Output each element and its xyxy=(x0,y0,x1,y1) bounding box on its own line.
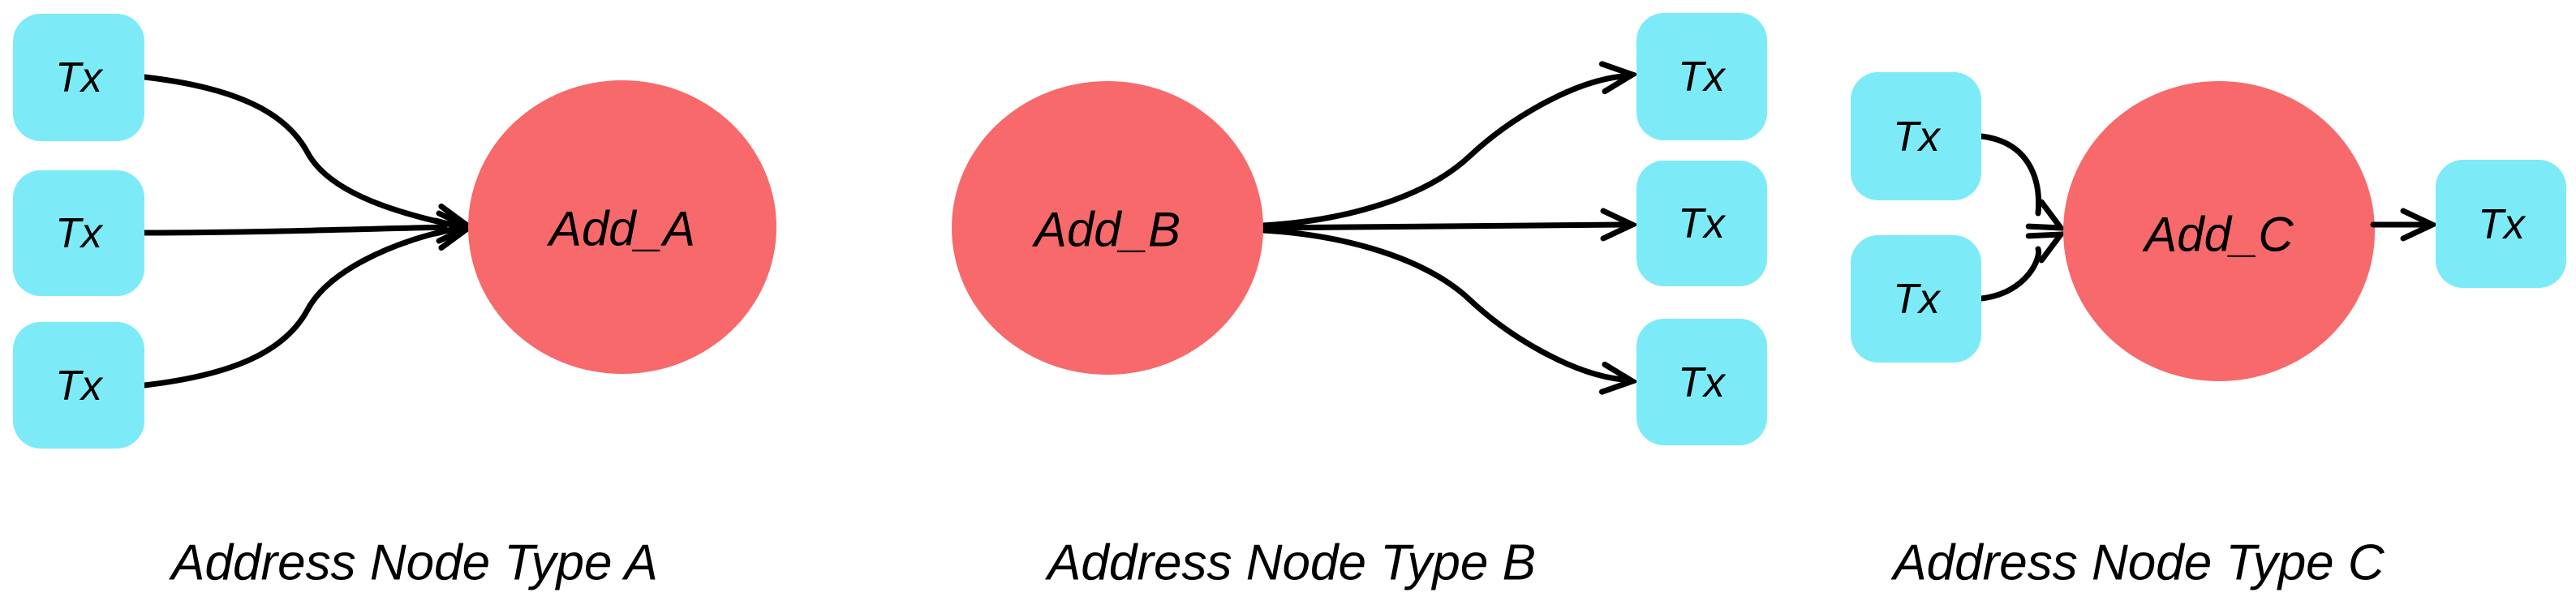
tx-node-label: Tx xyxy=(1678,200,1727,247)
edge-c-tx2-to-add-c xyxy=(1978,246,2042,302)
address-node-label: Add_A xyxy=(547,202,695,256)
tx-box xyxy=(13,322,144,449)
tx-box xyxy=(2436,160,2566,288)
edge-c-tx1-to-add-c xyxy=(1978,133,2042,217)
tx-node: Tx xyxy=(1636,319,1767,445)
caption-a: Address Node Type A xyxy=(168,535,658,591)
tx-box xyxy=(13,14,144,141)
caption-b: Address Node Type B xyxy=(1044,535,1536,591)
tx-box xyxy=(1851,72,1981,200)
edge-add-b-to-tx3 xyxy=(1260,227,1626,383)
section-a: Tx Tx Tx Add_A Address Node Type A xyxy=(13,14,776,591)
tx-node: Tx xyxy=(2436,160,2566,288)
edge-a-tx1-to-add-a xyxy=(141,74,451,227)
tx-node-label: Tx xyxy=(55,210,104,257)
address-node-b: Add_B xyxy=(952,81,1263,375)
tx-node-label: Tx xyxy=(1678,54,1727,101)
tx-box xyxy=(1636,161,1767,286)
section-c: Tx Tx Add_C Tx Address Node Type C xyxy=(1851,72,2566,591)
address-circle xyxy=(468,80,776,374)
edge-add-b-to-tx1 xyxy=(1260,73,1626,229)
tx-box xyxy=(1636,13,1767,140)
address-node-c: Add_C xyxy=(2063,81,2375,381)
tx-node: Tx xyxy=(1851,72,1981,200)
tx-box xyxy=(1636,319,1767,445)
address-node-label: Add_B xyxy=(1032,203,1180,257)
caption-c: Address Node Type C xyxy=(1890,535,2385,591)
tx-box xyxy=(1851,235,1981,363)
tx-node: Tx xyxy=(13,14,144,141)
arrowhead-b-tx1 xyxy=(1598,61,1640,95)
edge-add-b-to-tx2 xyxy=(1260,221,1626,231)
arrowhead-b-tx3 xyxy=(1598,361,1640,395)
address-node-label: Add_C xyxy=(2142,208,2294,262)
tx-node-label: Tx xyxy=(1893,276,1942,323)
arrowhead-b-tx2 xyxy=(1600,208,1640,242)
address-node-a: Add_A xyxy=(468,80,776,374)
tx-node-label: Tx xyxy=(1678,359,1727,406)
arrowhead-c-tx1 xyxy=(2025,199,2067,231)
address-circle xyxy=(2063,81,2375,381)
tx-box xyxy=(13,170,144,296)
tx-node-label: Tx xyxy=(2478,201,2527,248)
tx-node-label: Tx xyxy=(55,363,104,410)
arrowhead-c-tx-out xyxy=(2400,208,2440,242)
tx-node: Tx xyxy=(1636,13,1767,140)
tx-node: Tx xyxy=(1851,235,1981,363)
tx-node: Tx xyxy=(1636,161,1767,286)
address-circle xyxy=(952,81,1263,375)
tx-node: Tx xyxy=(13,170,144,296)
arrowhead-c-tx2 xyxy=(2025,231,2067,264)
arrowhead-a-tx3 xyxy=(432,217,475,251)
tx-node: Tx xyxy=(13,322,144,449)
edge-a-tx2-to-add-a xyxy=(141,224,448,236)
section-b: Add_B Tx Tx Tx Address Node Type B xyxy=(952,13,1767,591)
edge-a-tx3-to-add-a xyxy=(141,227,451,389)
tx-node-label: Tx xyxy=(1893,114,1942,161)
tx-node-label: Tx xyxy=(55,54,104,101)
